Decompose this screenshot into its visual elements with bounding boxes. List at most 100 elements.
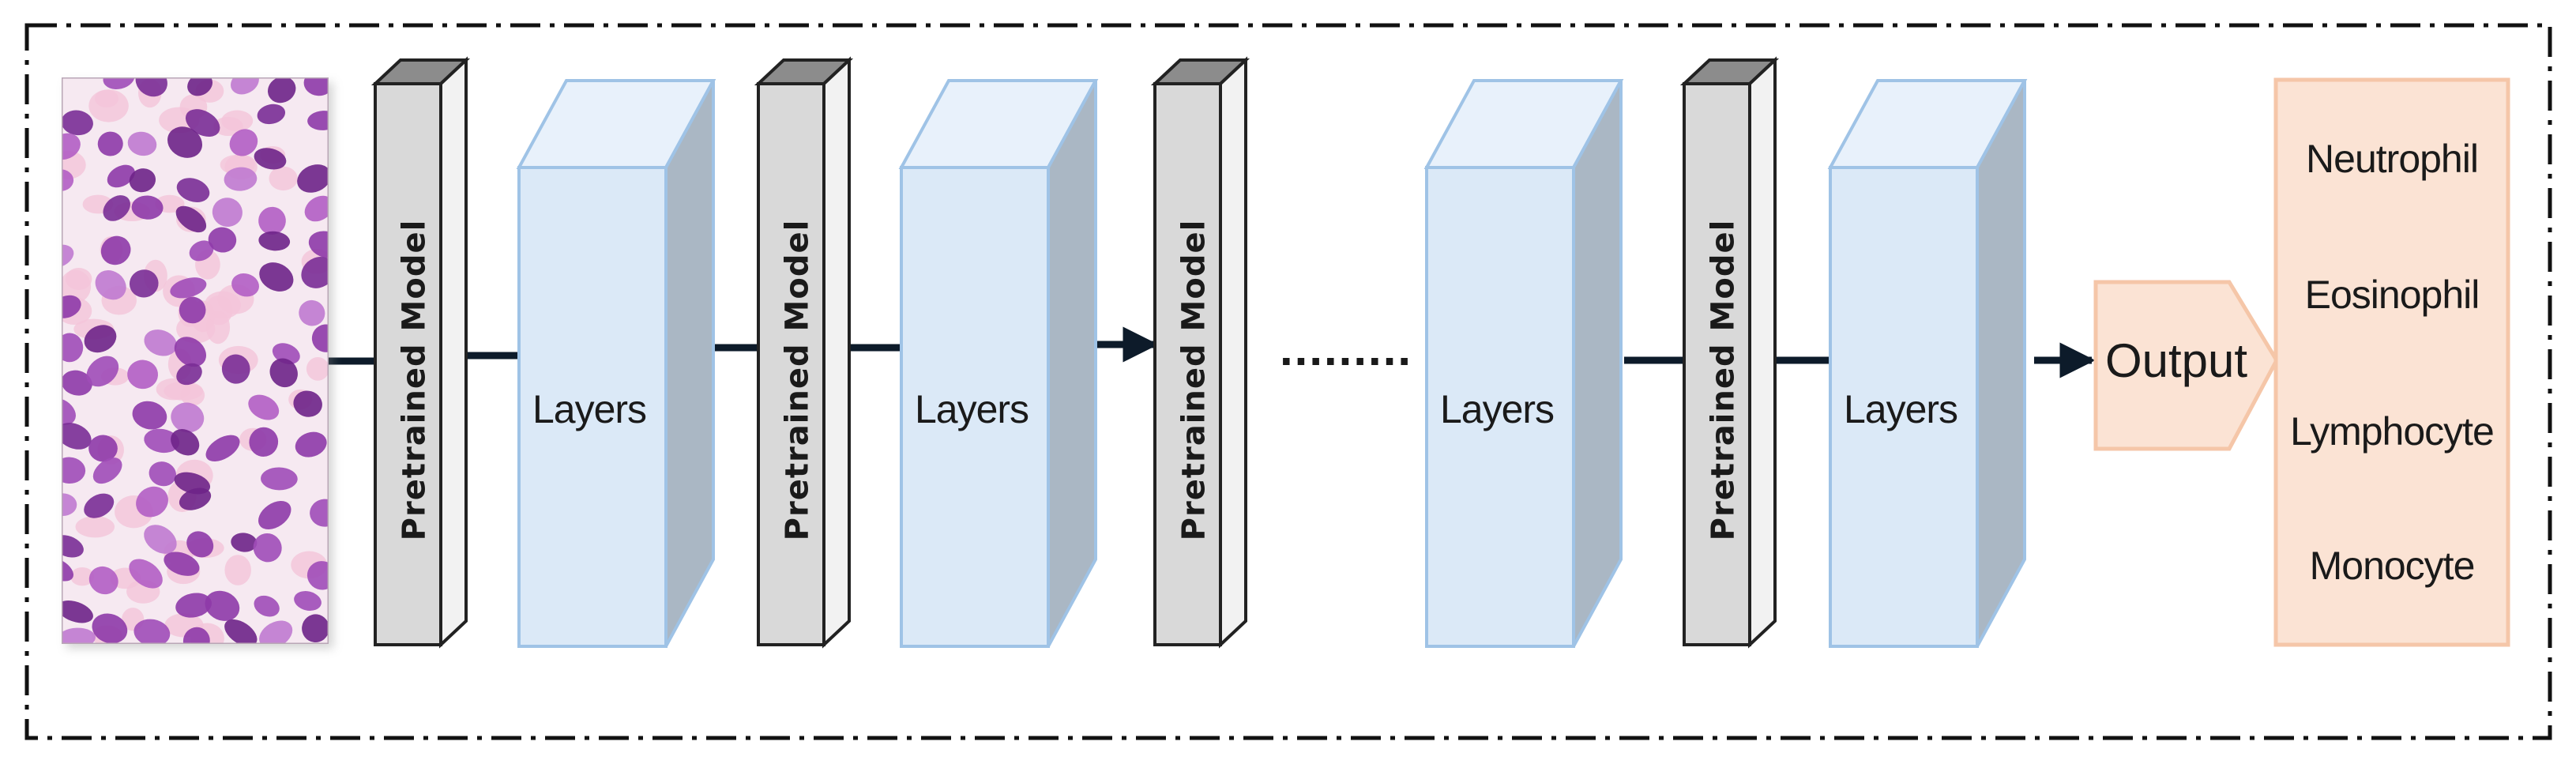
stained-cell bbox=[176, 178, 210, 202]
layers-label: Layers bbox=[1440, 387, 1554, 431]
class-neutrophil: Neutrophil bbox=[2306, 137, 2478, 181]
stained-cell bbox=[175, 205, 207, 233]
pretrained-model-label: Pretrained Model bbox=[397, 220, 433, 541]
pretrained-model-label: Pretrained Model bbox=[780, 220, 816, 541]
stained-cell bbox=[132, 401, 167, 430]
stained-cell bbox=[62, 244, 74, 269]
stained-cell bbox=[144, 525, 177, 554]
stained-cell bbox=[179, 296, 206, 324]
stained-cell bbox=[62, 457, 86, 484]
stained-cell bbox=[212, 198, 243, 228]
stained-cell bbox=[257, 104, 286, 125]
stained-cell bbox=[62, 295, 81, 318]
stained-cell bbox=[231, 273, 259, 297]
stained-cell bbox=[107, 164, 135, 188]
stained-cell bbox=[224, 167, 258, 191]
stained-cell bbox=[205, 435, 240, 462]
stained-cell bbox=[179, 488, 212, 510]
stained-cell bbox=[171, 402, 205, 433]
stained-cell bbox=[185, 109, 220, 137]
stained-cell bbox=[92, 457, 122, 484]
stained-cell bbox=[62, 493, 77, 517]
red-cell bbox=[164, 381, 204, 401]
stained-cell bbox=[307, 111, 329, 130]
stained-cell bbox=[187, 77, 213, 96]
stained-cell bbox=[103, 195, 130, 221]
stained-cell bbox=[129, 269, 159, 298]
pretrained-model-block: Pretrained Model bbox=[754, 56, 854, 649]
stained-cell bbox=[248, 394, 280, 420]
stained-cell bbox=[62, 557, 73, 582]
stained-cell bbox=[304, 195, 329, 222]
stained-cell bbox=[311, 324, 329, 352]
class-eosinophil: Eosinophil bbox=[2305, 273, 2480, 317]
layers-label: Layers bbox=[532, 387, 646, 431]
layers-block: Layers bbox=[516, 79, 716, 648]
stained-cell bbox=[136, 486, 168, 518]
stained-cell bbox=[86, 356, 119, 387]
stained-cell bbox=[144, 428, 180, 454]
red-cell bbox=[213, 116, 243, 137]
stained-cell bbox=[303, 77, 329, 96]
stained-cell bbox=[100, 235, 131, 265]
stained-cell bbox=[62, 133, 81, 160]
stained-cell bbox=[253, 533, 282, 563]
stained-cell bbox=[254, 595, 280, 617]
stained-cell bbox=[249, 427, 279, 457]
stained-cell bbox=[127, 131, 157, 156]
stained-cell bbox=[175, 593, 212, 618]
stained-cell bbox=[84, 325, 117, 353]
layers-block: Layers bbox=[1827, 79, 2028, 648]
stained-cell bbox=[174, 337, 206, 367]
stained-cell bbox=[231, 77, 259, 95]
stained-cell bbox=[259, 620, 293, 644]
stained-cell bbox=[62, 110, 93, 136]
stained-cell bbox=[293, 390, 322, 417]
stained-cell bbox=[261, 467, 298, 491]
stained-cell bbox=[231, 533, 258, 552]
stained-cell bbox=[294, 591, 322, 611]
stained-cell bbox=[62, 600, 93, 623]
stained-cell bbox=[170, 277, 207, 299]
stained-cell bbox=[92, 613, 128, 644]
red-cell bbox=[70, 567, 95, 586]
stained-cell bbox=[229, 129, 258, 156]
stained-cell bbox=[167, 126, 203, 158]
stained-cell bbox=[62, 423, 92, 450]
stained-cell bbox=[84, 493, 115, 518]
diagram-frame bbox=[24, 23, 2552, 740]
stained-cell bbox=[302, 614, 329, 642]
stained-cell bbox=[224, 619, 258, 644]
stained-cell bbox=[295, 431, 327, 457]
pretrained-model-block: Pretrained Model bbox=[1679, 56, 1780, 649]
stained-cell bbox=[95, 270, 126, 300]
stained-cell bbox=[259, 262, 294, 292]
stained-cell bbox=[308, 231, 329, 258]
layers-block: Layers bbox=[1423, 79, 1624, 648]
stained-cell bbox=[171, 429, 200, 456]
stained-cell bbox=[182, 627, 210, 644]
stained-cell bbox=[258, 500, 291, 530]
stained-cell bbox=[208, 227, 237, 253]
pretrained-model-block: Pretrained Model bbox=[370, 56, 471, 649]
stained-cell bbox=[301, 257, 329, 288]
stained-cell bbox=[62, 169, 74, 191]
stained-cell bbox=[269, 358, 298, 388]
red-cell bbox=[224, 555, 251, 585]
pretrained-model-block: Pretrained Model bbox=[1150, 56, 1250, 649]
red-cell bbox=[269, 166, 298, 191]
stained-cell bbox=[62, 535, 84, 558]
stained-cell bbox=[97, 131, 123, 156]
red-cell bbox=[75, 516, 115, 538]
stained-cell bbox=[299, 299, 325, 326]
pretrained-model-label: Pretrained Model bbox=[1705, 220, 1742, 541]
input-image bbox=[62, 77, 333, 649]
stained-cell bbox=[129, 559, 163, 589]
stained-cell bbox=[254, 148, 287, 170]
class-lymphocyte: Lymphocyte bbox=[2290, 409, 2494, 454]
red-cell bbox=[62, 269, 92, 303]
class-box: Neutrophil Eosinophil Lymphocyte Monocyt… bbox=[2273, 77, 2510, 647]
stained-cell bbox=[127, 360, 159, 390]
